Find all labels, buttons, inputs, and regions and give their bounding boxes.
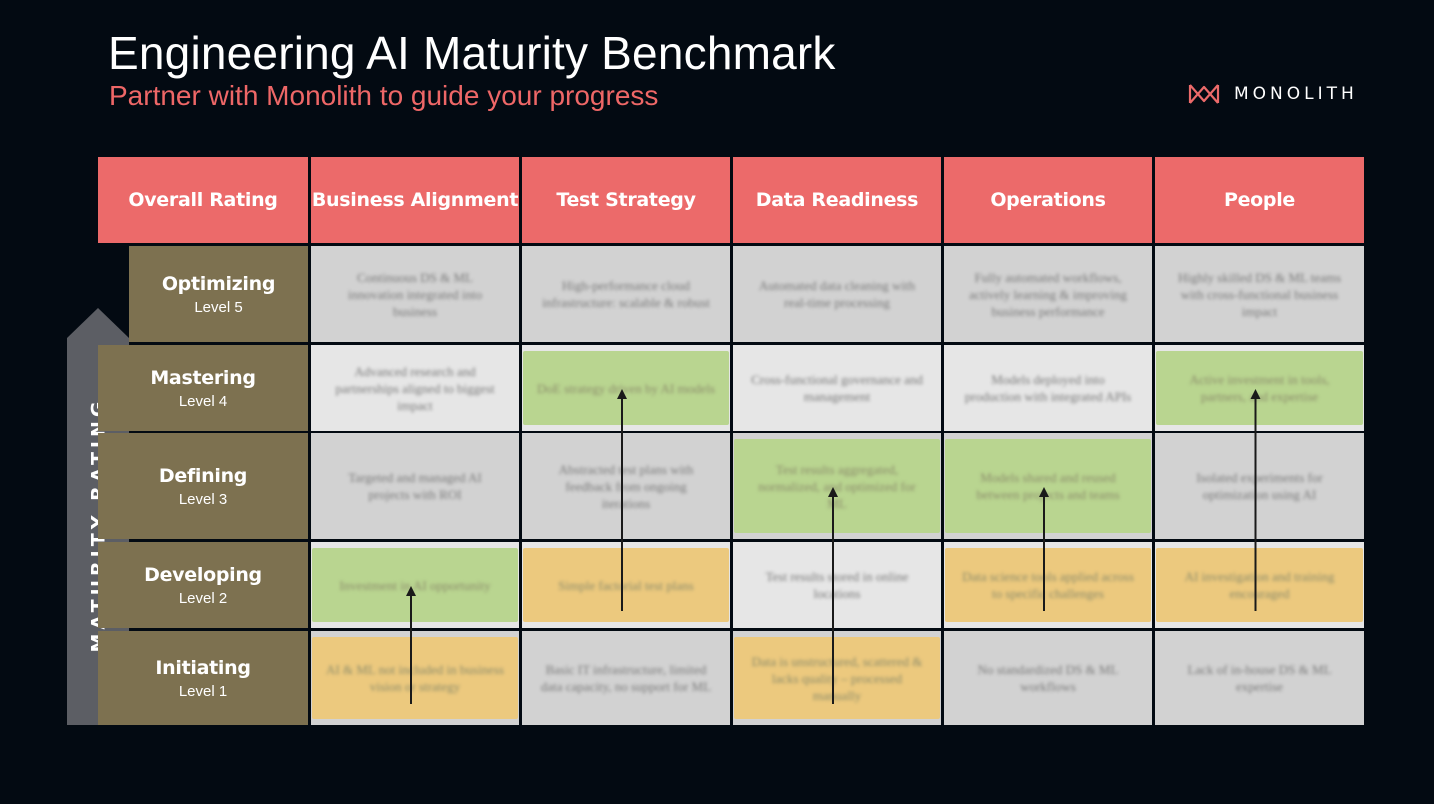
column-header-operations: Operations xyxy=(944,157,1152,243)
current-level-highlight: Data is unstructured, scattered & lacks … xyxy=(734,637,940,719)
level-name: Optimizing xyxy=(161,272,276,295)
current-level-highlight: AI investigation and training encouraged xyxy=(1156,548,1363,622)
cell-operations-mastering: Models deployed into production with int… xyxy=(944,345,1152,431)
cell-text: Simple factorial test plans xyxy=(558,577,694,593)
logo-text: MONOLITH xyxy=(1234,84,1358,104)
cell-people-defining: Isolated experiments for optimization us… xyxy=(1155,433,1364,539)
level-name: Developing xyxy=(144,563,262,586)
level-number: Level 3 xyxy=(178,490,228,508)
cell-text: Lack of in-house DS & ML expertise xyxy=(1187,662,1332,694)
target-level-highlight: Active investment in tools, partners, an… xyxy=(1156,351,1363,425)
target-level-highlight: Models shared and reused between project… xyxy=(945,439,1151,533)
column-header-data-readiness: Data Readiness xyxy=(733,157,941,243)
cell-text: Automated data cleaning with real-time p… xyxy=(758,278,916,310)
column-header-people: People xyxy=(1155,157,1364,243)
cell-people-initiating: Lack of in-house DS & ML expertise xyxy=(1155,631,1364,725)
cell-business-alignment-defining: Targeted and managed AI projects with RO… xyxy=(311,433,519,539)
cell-operations-initiating: No standardized DS & ML workflows xyxy=(944,631,1152,725)
target-level-highlight: DoE strategy driven by AI models xyxy=(523,351,729,425)
level-number: Level 4 xyxy=(178,392,228,410)
level-name: Defining xyxy=(158,464,248,487)
cell-test-strategy-initiating: Basic IT infrastructure, limited data ca… xyxy=(522,631,730,725)
cell-data-readiness-developing: Test results stored in online locations xyxy=(733,542,941,628)
cell-test-strategy-defining: Abstracted test plans with feedback from… xyxy=(522,433,730,539)
cell-people-optimizing: Highly skilled DS & ML teams with cross-… xyxy=(1155,246,1364,342)
level-number: Level 5 xyxy=(194,298,243,316)
cell-text: Data science tools applied across to spe… xyxy=(962,569,1134,601)
cell-text: Targeted and managed AI projects with RO… xyxy=(348,470,482,502)
cell-text: Highly skilled DS & ML teams with cross-… xyxy=(1177,269,1342,319)
cell-business-alignment-mastering: Advanced research and partnerships align… xyxy=(311,345,519,431)
cell-text: Basic IT infrastructure, limited data ca… xyxy=(540,662,712,694)
cell-text: Data is unstructured, scattered & lacks … xyxy=(751,653,923,703)
cell-data-readiness-optimizing: Automated data cleaning with real-time p… xyxy=(733,246,941,342)
column-header-business-alignment: Business Alignment xyxy=(311,157,519,243)
column-header-overall-rating: Overall Rating xyxy=(98,157,308,243)
cell-text: Models shared and reused between project… xyxy=(976,470,1120,502)
cell-text: Test results stored in online locations xyxy=(765,569,909,601)
cell-text: Active investment in tools, partners, an… xyxy=(1189,372,1330,404)
cell-data-readiness-mastering: Cross-functional governance and manageme… xyxy=(733,345,941,431)
cell-text: Advanced research and partnerships align… xyxy=(335,363,495,413)
level-number: Level 1 xyxy=(178,682,228,700)
page-title: Engineering AI Maturity Benchmark xyxy=(108,27,836,79)
cell-business-alignment-optimizing: Continuous DS & ML innovation integrated… xyxy=(311,246,519,342)
current-level-highlight: AI & ML not included in business vision … xyxy=(312,637,518,719)
cell-test-strategy-optimizing: High-performance cloud infrastructure: s… xyxy=(522,246,730,342)
current-level-highlight: Data science tools applied across to spe… xyxy=(945,548,1151,622)
cell-text: No standardized DS & ML workflows xyxy=(977,662,1119,694)
level-name: Initiating xyxy=(155,656,251,679)
cell-text: DoE strategy driven by AI models xyxy=(537,380,715,396)
cell-text: High-performance cloud infrastructure: s… xyxy=(542,278,710,310)
cell-text: Abstracted test plans with feedback from… xyxy=(558,461,694,511)
page-subtitle: Partner with Monolith to guide your prog… xyxy=(109,80,659,111)
monolith-logo-icon xyxy=(1188,84,1220,104)
cell-text: Continuous DS & ML innovation integrated… xyxy=(347,269,483,319)
cell-text: Test results aggregated, normalized, and… xyxy=(758,461,916,511)
current-level-highlight: Simple factorial test plans xyxy=(523,548,729,622)
cell-text: Investment in AI opportunity xyxy=(339,577,491,593)
cell-text: Models deployed into production with int… xyxy=(964,372,1132,404)
target-level-highlight: Test results aggregated, normalized, and… xyxy=(734,439,940,533)
cell-text: Fully automated workflows, actively lear… xyxy=(969,269,1127,319)
cell-text: Isolated experiments for optimization us… xyxy=(1196,470,1323,502)
monolith-logo: MONOLITH xyxy=(1188,82,1358,106)
column-header-test-strategy: Test Strategy xyxy=(522,157,730,243)
cell-text: Cross-functional governance and manageme… xyxy=(751,372,923,404)
cell-text: AI investigation and training encouraged xyxy=(1184,569,1335,601)
cell-operations-optimizing: Fully automated workflows, actively lear… xyxy=(944,246,1152,342)
level-number: Level 2 xyxy=(178,589,228,607)
level-name: Mastering xyxy=(150,366,256,389)
cell-text: AI & ML not included in business vision … xyxy=(326,662,504,694)
target-level-highlight: Investment in AI opportunity xyxy=(312,548,518,622)
